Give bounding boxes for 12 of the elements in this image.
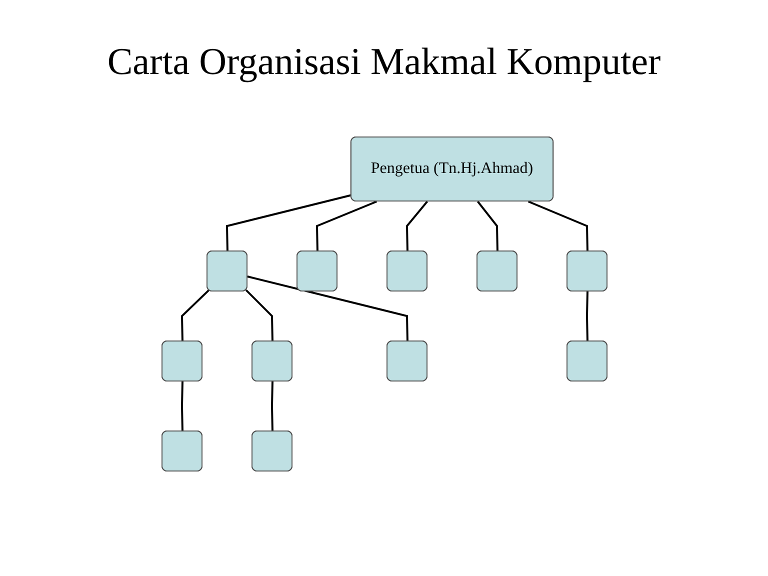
connector bbox=[315, 200, 377, 252]
connector bbox=[527, 200, 588, 252]
connector bbox=[406, 200, 428, 252]
connector bbox=[180, 381, 183, 432]
connector bbox=[586, 291, 588, 342]
connector bbox=[180, 289, 210, 342]
connector bbox=[476, 200, 498, 252]
connector bbox=[244, 289, 273, 342]
connector bbox=[270, 381, 273, 432]
connector bbox=[225, 194, 352, 252]
title: Carta Organisasi Makmal Komputer bbox=[106, 40, 662, 84]
connector bbox=[246, 276, 408, 342]
